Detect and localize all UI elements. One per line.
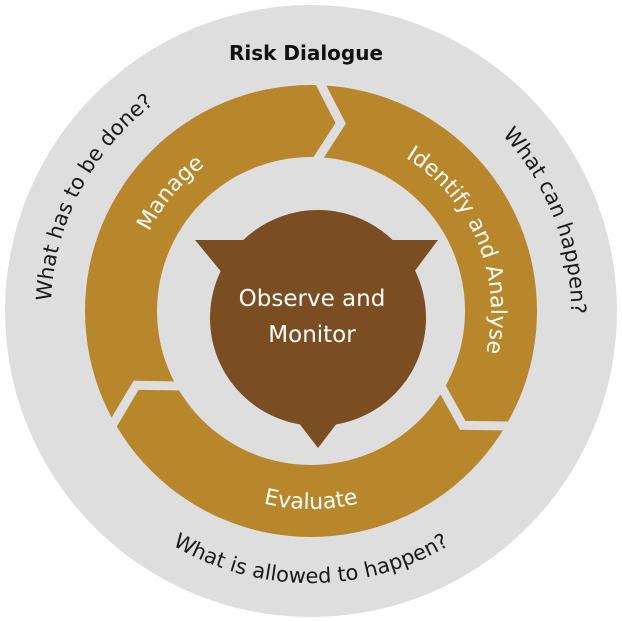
- center-circle: [210, 210, 426, 426]
- arrow-separator-1: [436, 383, 511, 431]
- center-label-line2: Monitor: [268, 322, 356, 348]
- center-label-line1: Observe and: [239, 286, 386, 312]
- arrow-separator-0: [312, 79, 346, 164]
- cycle-ring: [85, 85, 537, 537]
- center-pointer-top-left: [195, 240, 245, 280]
- center-badge: Observe and Monitor: [195, 210, 438, 448]
- diagram-title: Risk Dialogue: [229, 41, 383, 65]
- center-pointer-bottom: [295, 418, 341, 448]
- arrow-separators: [107, 79, 511, 431]
- center-pointer-top-right: [390, 240, 438, 280]
- arrow-separator-2: [107, 380, 182, 429]
